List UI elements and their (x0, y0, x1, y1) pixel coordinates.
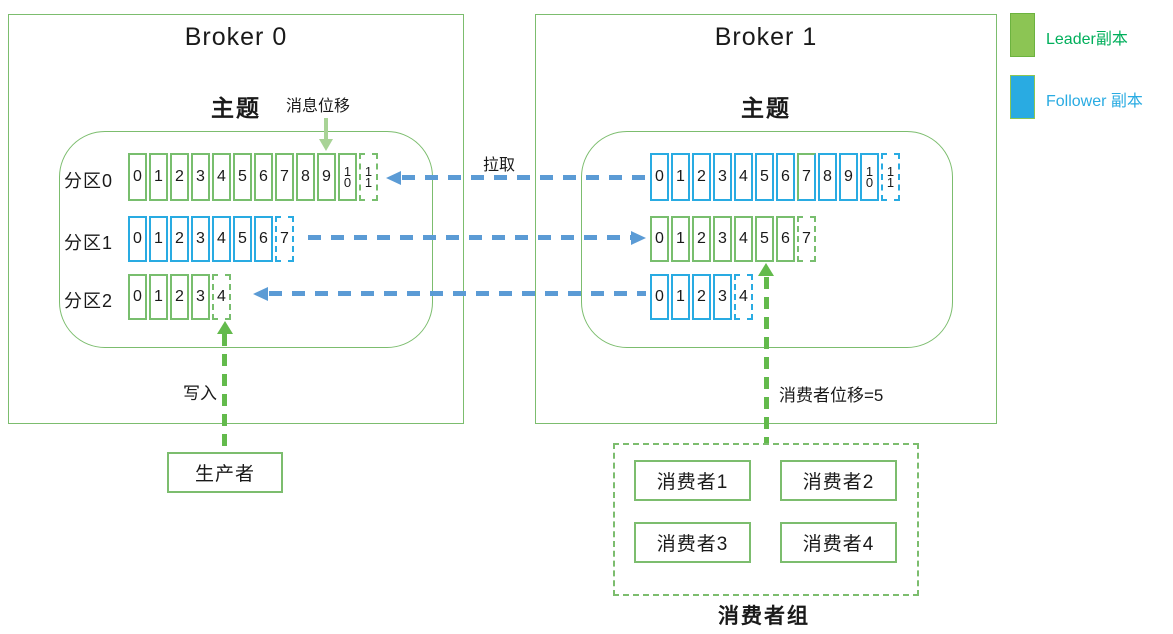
offset-cell: 2 (170, 153, 189, 201)
consumer-box: 消费者3 (634, 522, 751, 563)
offset-cell: 1 (671, 216, 690, 262)
offset-cell: 4 (212, 216, 231, 262)
offset-cell: 4 (212, 153, 231, 201)
offset-cell: 1 (671, 274, 690, 320)
offset-cell: 2 (692, 153, 711, 201)
partition2-label: 分区2 (64, 291, 114, 311)
legend-follower-label: Follower 副本 (1046, 93, 1143, 110)
offset-cell: 4 (734, 274, 753, 320)
partition1-label: 分区1 (64, 233, 114, 253)
offset-cell: 6 (254, 153, 273, 201)
producer-box: 生产者 (167, 452, 283, 493)
legend-leader-label: Leader副本 (1046, 31, 1128, 48)
pull-label: 拉取 (483, 157, 516, 174)
offset-cell: 4 (734, 216, 753, 262)
consumer-box: 消费者4 (780, 522, 897, 563)
offset-cell: 3 (713, 274, 732, 320)
offset-cell: 1 (149, 216, 168, 262)
offset-cell: 3 (713, 216, 732, 262)
offset-cell: 3 (191, 153, 210, 201)
broker0-title: Broker 0 (184, 23, 288, 51)
offset-cell: 1 (671, 153, 690, 201)
offset-cell: 2 (692, 274, 711, 320)
write-arrow-line (222, 334, 227, 452)
consumer-box: 消费者2 (780, 460, 897, 501)
offset-cell: 8 (818, 153, 837, 201)
offset-cell: 1 (149, 274, 168, 320)
pull-arrowhead-icon (386, 171, 401, 185)
consumer-offset-label: 消费者位移=5 (779, 386, 884, 405)
offset-cell: 2 (170, 216, 189, 262)
offset-cell: 5 (755, 216, 774, 262)
consumer-box: 消费者1 (634, 460, 751, 501)
offset-cell: 5 (233, 216, 252, 262)
legend-follower-swatch (1010, 75, 1035, 119)
replicate-p2-arrowhead-icon (253, 287, 268, 301)
offset-cell: 3 (713, 153, 732, 201)
offset-cell: 3 (191, 216, 210, 262)
message-offset-arrowhead-icon (319, 139, 333, 151)
offset-cell: 0 (128, 274, 147, 320)
legend-leader-swatch (1010, 13, 1035, 57)
pull-arrow-line (402, 175, 646, 180)
consumer-group-box: 消费者1 消费者2 消费者3 消费者4 (613, 443, 919, 596)
offset-cell: 0 (650, 274, 669, 320)
offset-cell: 7 (797, 153, 816, 201)
message-offset-arrow-stem (324, 118, 328, 140)
producer-label: 生产者 (194, 464, 255, 485)
replicate-p2-arrow-line (269, 291, 646, 296)
consumer-offset-arrow-line (764, 277, 769, 443)
offset-cell: 7 (275, 216, 294, 262)
offset-cell: 6 (776, 216, 795, 262)
offset-cell: 1 (149, 153, 168, 201)
offset-cell: 0 (128, 216, 147, 262)
offset-cell: 8 (296, 153, 315, 201)
offset-cell: 4 (734, 153, 753, 201)
offset-cell: 0 (650, 216, 669, 262)
broker0-box: Broker 0 主题 (8, 14, 464, 424)
offset-cell: 5 (233, 153, 252, 201)
offset-cell: 9 (839, 153, 858, 201)
offset-cell: 3 (191, 274, 210, 320)
offset-cell: 6 (254, 216, 273, 262)
write-arrowhead-icon (217, 321, 233, 334)
consumer-grid: 消费者1 消费者2 消费者3 消费者4 (634, 460, 897, 563)
broker1-topic-label: 主题 (741, 95, 791, 121)
offset-cell: 7 (275, 153, 294, 201)
message-offset-label: 消息位移 (286, 98, 351, 115)
offset-cell: 7 (797, 216, 816, 262)
replicate-p1-arrow-line (308, 235, 632, 240)
offset-cell: 2 (692, 216, 711, 262)
broker0-topic-label: 主题 (211, 95, 261, 121)
offset-cell: 4 (212, 274, 231, 320)
offset-cell: 6 (776, 153, 795, 201)
broker1-title: Broker 1 (714, 23, 818, 51)
consumer-group-label: 消费者组 (718, 605, 810, 628)
offset-cell: 0 (128, 153, 147, 201)
partition0-label: 分区0 (64, 171, 114, 191)
consumer-offset-arrowhead-icon (758, 263, 774, 276)
replicate-p1-arrowhead-icon (631, 231, 646, 245)
offset-cell: 9 (317, 153, 336, 201)
offset-cell: 5 (755, 153, 774, 201)
offset-cell: 0 (650, 153, 669, 201)
offset-cell: 2 (170, 274, 189, 320)
write-label: 写入 (183, 384, 217, 403)
